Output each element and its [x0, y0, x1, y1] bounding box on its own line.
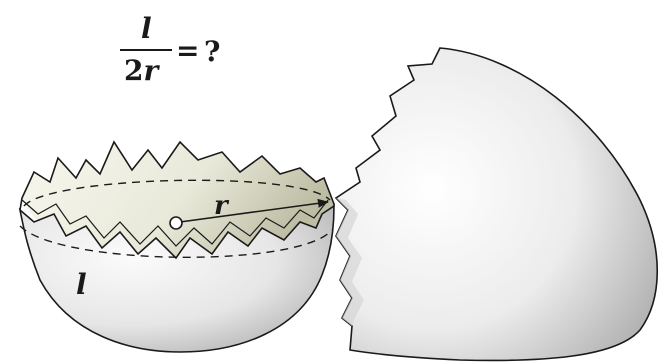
egg-bowl-cut-edge — [21, 199, 329, 247]
egg-bowl-shell — [18, 204, 335, 353]
formula-denominator-var: r — [143, 54, 160, 87]
egg-bowl-rim — [19, 140, 335, 211]
radius-arrow — [179, 198, 330, 223]
formula-equals: = — [176, 34, 199, 67]
egg-bowl — [18, 140, 335, 353]
center-point — [169, 216, 183, 230]
arc-length-label: l — [76, 268, 87, 301]
formula-question: ? — [204, 35, 220, 68]
equator-back-dashed — [23, 179, 331, 207]
egg-cap-shell — [334, 47, 659, 362]
egg-cap — [334, 47, 659, 362]
formula-numerator: l — [141, 12, 152, 45]
egg-bowl-interior — [22, 142, 334, 262]
formula-denominator: 2r — [124, 54, 160, 87]
formula: l 2r = ? — [120, 12, 220, 87]
radius-label: r — [214, 191, 230, 221]
equator-front-dashed — [19, 225, 333, 258]
egg-cap-edge-shade — [336, 198, 364, 326]
formula-denominator-coef: 2 — [124, 54, 143, 87]
